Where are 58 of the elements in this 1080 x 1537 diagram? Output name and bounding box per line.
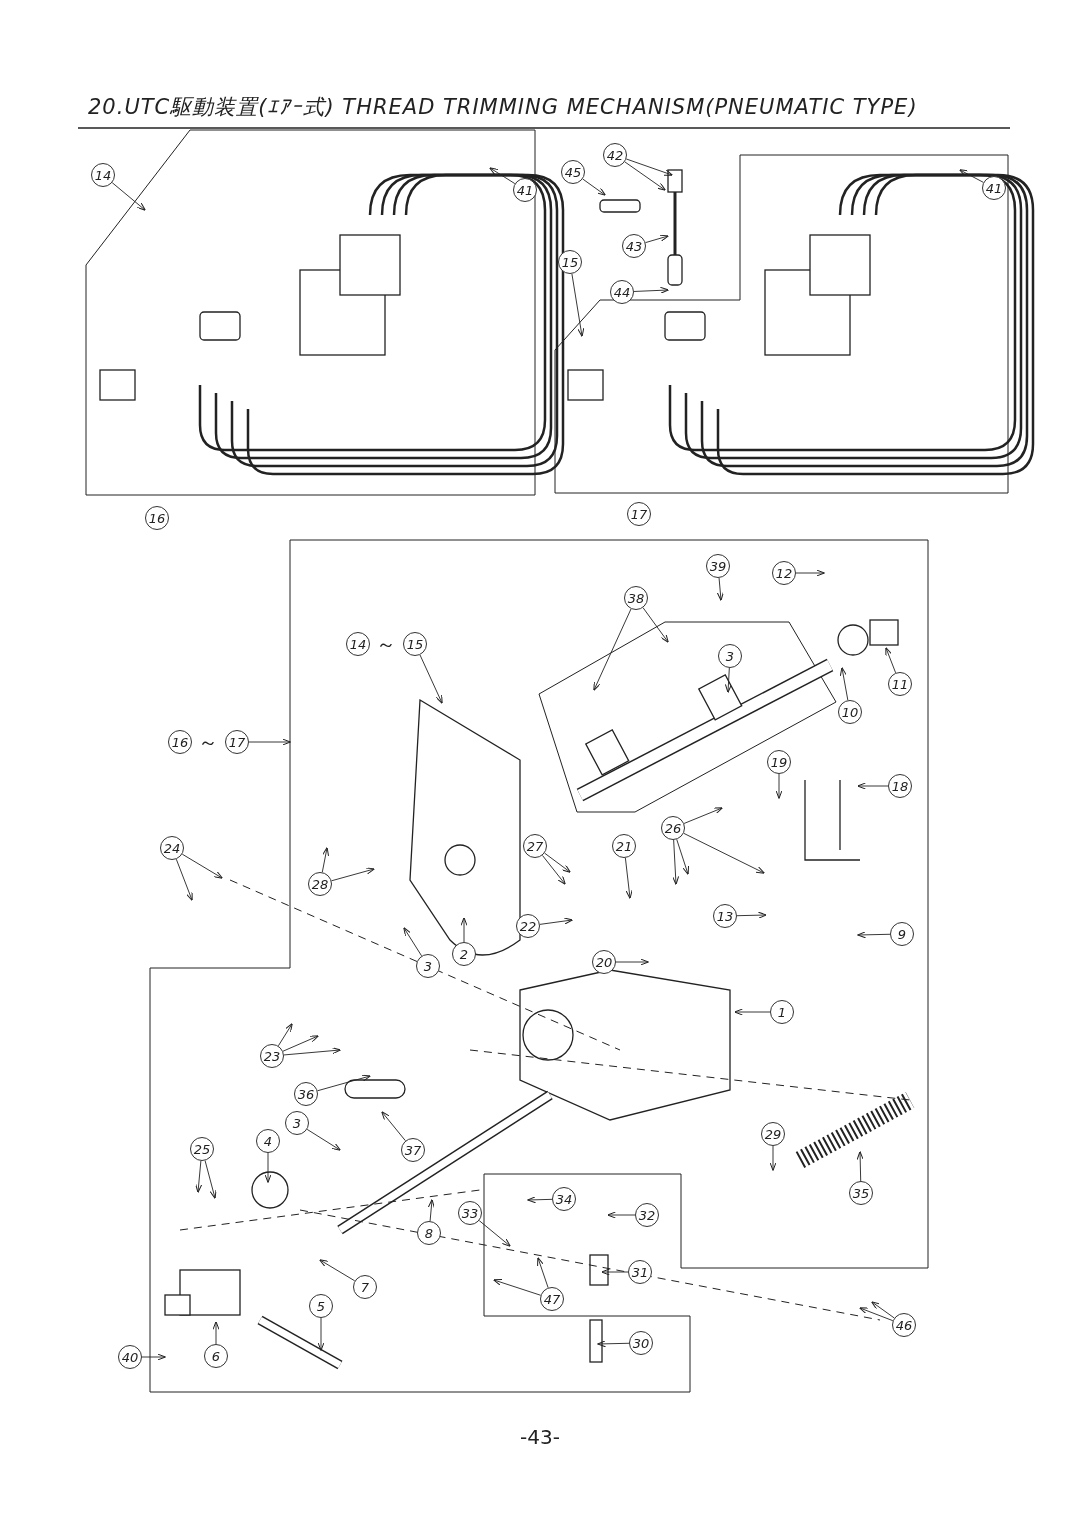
- callout-number: 32: [635, 1203, 659, 1227]
- callout-number: 17: [627, 502, 651, 526]
- callout-number: 41: [513, 178, 537, 202]
- callout-number: 35: [849, 1181, 873, 1205]
- callout-number: 21: [612, 834, 636, 858]
- callout-number: 37: [401, 1138, 425, 1162]
- range-tilde: ～: [198, 729, 218, 756]
- callout-number: 23: [260, 1044, 284, 1068]
- callout-number: 15: [558, 250, 582, 274]
- callout-number: 25: [190, 1137, 214, 1161]
- callout-number: 22: [516, 914, 540, 938]
- callout-number: 14: [91, 163, 115, 187]
- callout-number: 5: [309, 1294, 333, 1318]
- callout-number: 44: [610, 280, 634, 304]
- callout-number: 14: [346, 632, 370, 656]
- callout-number: 31: [628, 1260, 652, 1284]
- callout-number: 12: [772, 561, 796, 585]
- callout-number: 29: [761, 1122, 785, 1146]
- callout-number: 20: [592, 950, 616, 974]
- callout-number: 10: [838, 700, 862, 724]
- callout-number: 17: [225, 730, 249, 754]
- callout-number: 7: [353, 1275, 377, 1299]
- callout-number: 15: [403, 632, 427, 656]
- callout-number: 8: [417, 1221, 441, 1245]
- callout-number: 19: [767, 750, 791, 774]
- page-number: -43-: [520, 1424, 560, 1451]
- callout-number: 28: [308, 872, 332, 896]
- callout-number: 16: [168, 730, 192, 754]
- callout-number: 42: [603, 143, 627, 167]
- callout-number: 11: [888, 672, 912, 696]
- callout-number: 1: [770, 1000, 794, 1024]
- callout-number: 27: [523, 834, 547, 858]
- callout-number: 47: [540, 1287, 564, 1311]
- callout-number: 30: [629, 1331, 653, 1355]
- callout-number: 39: [706, 554, 730, 578]
- callout-number: 3: [285, 1111, 309, 1135]
- callout-number: 3: [718, 644, 742, 668]
- callout-number: 34: [552, 1187, 576, 1211]
- callout-number: 6: [204, 1344, 228, 1368]
- callout-number: 40: [118, 1345, 142, 1369]
- callout-number: 26: [661, 816, 685, 840]
- callout-number: 13: [713, 904, 737, 928]
- callout-number: 2: [452, 942, 476, 966]
- callout-number: 41: [982, 176, 1006, 200]
- title: 20.UTC駆動装置(ｴｱｰ式) THREAD TRIMMING MECHANISM(PNEUMATIC TYPE): [88, 94, 918, 121]
- callout-number: 9: [890, 922, 914, 946]
- callout-number: 33: [458, 1201, 482, 1225]
- callout-number: 36: [294, 1082, 318, 1106]
- callout-number: 38: [624, 586, 648, 610]
- callout-number: 4: [256, 1129, 280, 1153]
- callout-number: 43: [622, 234, 646, 258]
- callout-number: 3: [416, 954, 440, 978]
- callout-number: 16: [145, 506, 169, 530]
- callout-number: 24: [160, 836, 184, 860]
- callout-number: 46: [892, 1313, 916, 1337]
- range-tilde: ～: [376, 631, 396, 658]
- callout-number: 45: [561, 160, 585, 184]
- callout-number: 18: [888, 774, 912, 798]
